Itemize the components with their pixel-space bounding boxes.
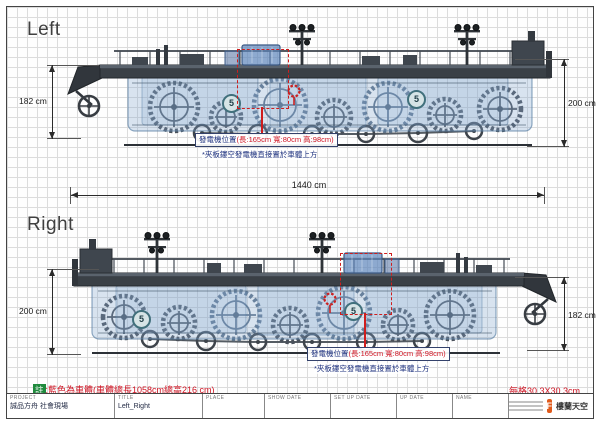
title-block: PROJECT 誠品方舟 社會現場 TITLE Left_Right PLACE… — [7, 393, 593, 418]
dim-extension-line — [70, 187, 71, 204]
dim-extension-line — [47, 65, 99, 66]
title-label: TITLE — [118, 395, 134, 401]
view-label-right: Right — [27, 214, 74, 235]
brand-name: 樓蘭天空 — [556, 401, 588, 411]
dim-extension-line — [515, 59, 569, 60]
titleblock-place-cell: PLACE — [203, 394, 265, 418]
grid-scale-note: 每格30.3X30.3cm — [509, 386, 581, 396]
dim-extension-line — [515, 277, 569, 278]
generator-annotation: 發電機位置(長:165cm 寬:80cm 高:98cm) — [307, 347, 450, 361]
dim-extension-line — [47, 138, 81, 139]
titleblock-update-cell: UP DATE — [397, 394, 453, 418]
contact-info-lines — [509, 401, 543, 411]
dim-extension-line — [527, 146, 569, 147]
dim-extension-line — [47, 269, 99, 270]
generator-highlight-box — [340, 253, 392, 315]
titleblock-project-cell: PROJECT 誠品方舟 社會現場 — [7, 394, 115, 418]
generator-annotation-label: 發電機位置 — [199, 135, 237, 144]
generator-annotation-label: 發電機位置 — [311, 349, 349, 358]
project-value: 誠品方舟 社會現場 — [10, 403, 68, 410]
dim-line-vertical — [48, 269, 57, 355]
generator-leader-line — [364, 313, 366, 347]
place-label: PLACE — [206, 395, 225, 401]
titleblock-title-cell: TITLE Left_Right — [115, 394, 203, 418]
vehicle-number-badge: 5 — [344, 302, 363, 321]
generator-annotation-dims: (長:165cm 寬:80cm 高:98cm) — [348, 349, 446, 358]
dim-label-total-length: 1440 cm — [291, 180, 327, 190]
generator-footnote: *夾板鏤空發電機直接置於車體上方 — [202, 149, 318, 160]
dim-extension-line — [527, 350, 569, 351]
name-label: NAME — [456, 395, 473, 401]
dim-line-vertical — [48, 65, 57, 139]
generator-footnote: *夾板鏤空發電機直接置於車體上方 — [314, 363, 430, 374]
dim-extension-line — [544, 187, 545, 204]
vehicle-number-badge: 5 — [407, 90, 426, 109]
dim-label-right-182: 182 cm — [568, 310, 596, 320]
dim-label-left-182: 182 cm — [19, 96, 47, 106]
dim-line-vertical — [560, 277, 569, 351]
vehicle-number-badge: 5 — [132, 310, 151, 329]
view-label-left: Left — [27, 19, 61, 40]
setup-date-label: SET UP DATE — [334, 395, 371, 401]
legend-text: :藍色為車體(車體總長1058cm總高216 cm) — [45, 385, 215, 395]
generator-annotation: 發電機位置(長:165cm 寬:80cm 高:98cm) — [195, 133, 338, 147]
dim-extension-line — [47, 354, 81, 355]
show-date-label: SHOW DATE — [268, 395, 302, 401]
dim-label-right-200: 200 cm — [568, 98, 596, 108]
dim-line-vertical — [560, 59, 569, 147]
vehicle-illustration-right — [62, 229, 562, 361]
drawing-sheet: Left 5 5 182 cm 200 cm 發電機位置(長:165cm 寬:8… — [6, 6, 596, 419]
dim-line-horizontal — [71, 191, 544, 200]
titleblock-showdate-cell: SHOW DATE — [265, 394, 331, 418]
titleblock-brand-cell: F 樓蘭天空 — [509, 394, 593, 418]
vehicle-number-badge: 5 — [222, 94, 241, 113]
title-value: Left_Right — [118, 403, 150, 410]
project-label: PROJECT — [10, 395, 37, 401]
update-label: UP DATE — [400, 395, 425, 401]
brand-logo-icon: F — [546, 399, 552, 413]
dim-label-left-200: 200 cm — [19, 306, 47, 316]
titleblock-name-cell: NAME — [453, 394, 509, 418]
generator-annotation-dims: (長:165cm 寬:80cm 高:98cm) — [236, 135, 334, 144]
generator-leader-line — [261, 107, 263, 133]
generator-highlight-box — [237, 49, 289, 109]
titleblock-setupdate-cell: SET UP DATE — [331, 394, 397, 418]
